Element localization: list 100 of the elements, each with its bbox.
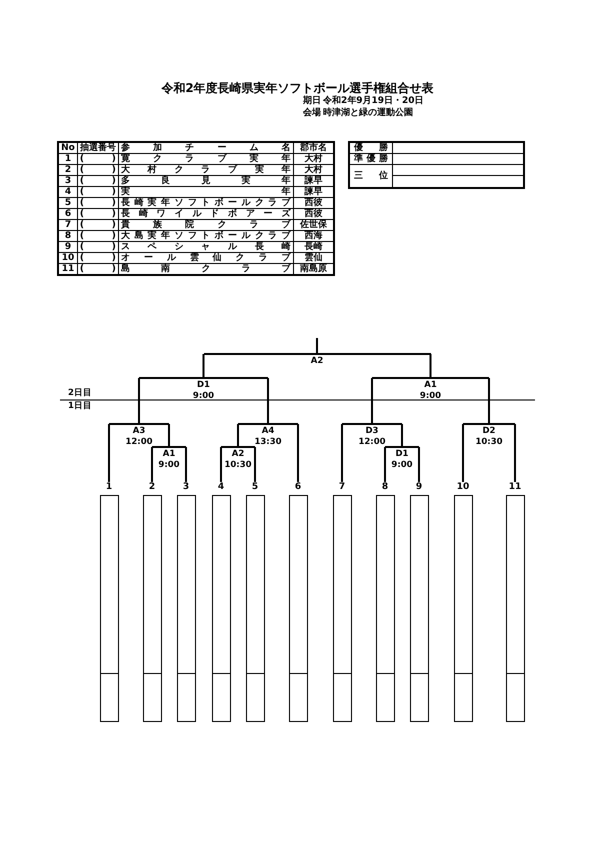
table-cell: 3 [58,176,78,186]
match-time: 10:30 [224,460,252,470]
match-bracket [221,446,255,468]
table-cell: 西彼 [293,208,334,220]
table-cell: 大村 [293,164,334,176]
bracket-line [220,447,222,482]
slot-number: 6 [294,482,302,492]
match-bracket [238,423,298,445]
table-cell: 長崎ワイルドボアーズ [118,208,294,220]
bracket-line [267,378,269,424]
bracket-line [488,378,490,424]
field-label: 会場 [303,109,321,118]
match-code: A2 [310,356,324,366]
table-cell: 佐世保 [293,220,334,230]
table-cell: 優勝 [349,142,392,154]
bracket-line [151,447,153,482]
table-cell: 準優勝 [349,154,392,164]
match-code: A1 [162,449,176,459]
match-bracket [152,446,186,468]
day-label: 2日目 [68,389,92,398]
match-code: A3 [132,426,146,436]
table-cell: ( ) [77,198,118,208]
table-cell: 諫早 [293,176,334,186]
bracket-line [168,424,170,447]
bracket-line [401,424,403,447]
day-label: 1日目 [68,402,92,410]
table-cell: 寛クラブ実年 [118,154,294,164]
table-cell: 4 [58,186,78,198]
table-cell: ( ) [77,164,118,176]
table-cell: スペシャル長崎 [118,242,294,252]
table-cell: 9 [58,242,78,252]
table-cell: 貴族院クラブ [118,220,294,230]
slot-number: 7 [338,482,346,492]
field-label: 期日 [303,97,321,106]
match-time: 9:00 [391,460,413,470]
table-cell: 6 [58,208,78,220]
match-code: A4 [262,426,274,436]
slot-number: 8 [382,482,388,492]
table-cell: 大村クラブ実年 [118,164,294,176]
table-cell: 長崎 [293,242,334,252]
table-cell: 大島実年ソフトボールクラブ [118,230,294,242]
slot-number: 1 [106,482,112,492]
date-text: 令和2年9月19日・20日 [323,97,424,106]
table-cell: ( ) [77,186,118,198]
table-cell: 実年 [118,186,294,198]
match-code: D1 [197,380,210,390]
table-cell: 多良見実年 [118,176,294,186]
match-time: 9:00 [420,391,442,401]
header-cell: No [58,142,78,154]
table-cell: 大村 [293,154,334,164]
slot-number: 10 [456,482,470,492]
table-cell: 島南クラブ [118,264,294,275]
table-cell: ( ) [77,252,118,264]
bracket-line [384,447,386,482]
match-time: 9:00 [192,391,214,401]
table-cell: オール雲仙クラブ [118,252,294,264]
match-code: A1 [424,380,437,390]
match-code: D1 [396,449,408,459]
match-time: 12:00 [358,437,386,447]
slot-number: 9 [416,482,422,492]
slot-number: 2 [148,482,156,492]
table-cell: ( ) [77,220,118,230]
header-cell: 参加チーム名 [118,142,294,154]
bracket-line [237,424,239,447]
table-cell: ( ) [77,230,118,242]
match-code: D2 [482,426,496,436]
table-cell: ( ) [77,208,118,220]
slot-number: 4 [218,482,224,492]
match-time: 9:00 [158,460,180,470]
match-bracket [463,423,515,445]
table-cell: 雲仙 [293,252,334,264]
match-time: 12:00 [125,437,153,447]
match-time: 10:30 [475,437,503,447]
slot-number: 11 [508,482,522,492]
match-bracket [139,377,268,399]
table-cell: 5 [58,198,78,208]
bracket-line [297,424,299,482]
table-cell: 西彼 [293,198,334,208]
table-cell: 1 [58,154,78,164]
bracket-line [418,447,420,482]
bracket-line [371,378,373,424]
bracket-line [138,378,140,424]
bracket-line [341,424,343,482]
table-cell: 西海 [293,230,334,242]
bracket-line [254,447,256,482]
venue-text: 時津湖と緑の運動公園 [323,109,413,118]
table-cell: 長崎実年ソフトボールクラブ [118,198,294,208]
table-cell: 10 [58,252,78,264]
match-bracket [372,377,489,399]
table-cell: ( ) [77,242,118,252]
table-cell: 8 [58,230,78,242]
bracket-line [316,338,318,354]
match-bracket [385,446,419,468]
bracket-line [514,424,516,482]
table-cell: ( ) [77,176,118,186]
title: 令和2年度長崎県実年ソフトボール選手権組合せ表 [160,82,435,94]
slot-number: 3 [182,482,190,492]
match-bracket [109,423,169,445]
bracket-line [462,424,464,482]
bracket-line [430,354,432,378]
